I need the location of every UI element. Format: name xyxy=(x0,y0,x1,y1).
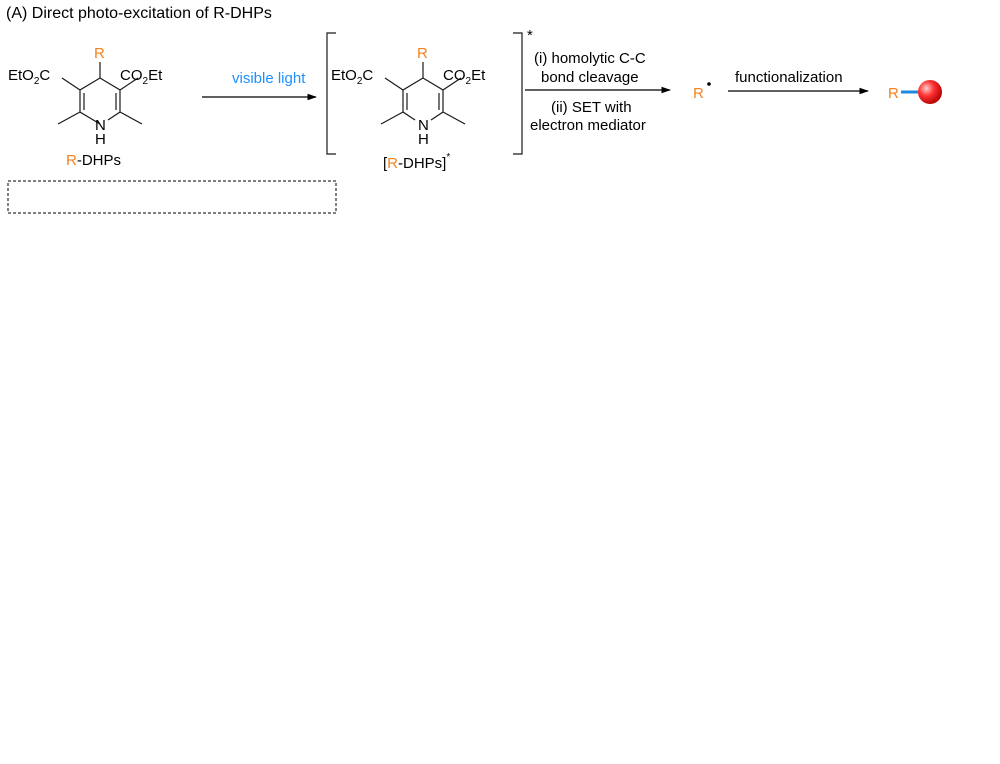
functional-group-ball xyxy=(918,80,942,104)
arrow3-label: functionalization xyxy=(735,69,843,86)
r-dhp-molecule: R EtO2C CO2Et N H R-DHPs xyxy=(8,45,163,169)
step-i-line2: bond cleavage xyxy=(541,69,639,86)
r-radical: R xyxy=(693,85,704,102)
excited-r-dhp: * R EtO2C CO2Et N H [R-DHPs]* xyxy=(326,27,533,172)
svg-text:N: N xyxy=(418,117,429,134)
reactant-label: R-DHPs xyxy=(66,152,121,169)
hydrogen: H xyxy=(95,131,106,148)
drawbacks-box xyxy=(7,180,337,214)
product-r: R xyxy=(888,85,899,102)
step-i-line1: (i) homolytic C-C xyxy=(534,50,646,67)
svg-text:EtO2C: EtO2C xyxy=(331,67,373,87)
substituent-r: R xyxy=(94,45,105,62)
ester-right: CO2Et xyxy=(120,67,163,87)
step-ii-line1: (ii) SET with xyxy=(551,99,632,116)
radical-dot xyxy=(707,82,711,86)
ester-left: EtO2C xyxy=(8,67,50,87)
svg-text:*: * xyxy=(527,27,533,44)
svg-text:CO2Et: CO2Et xyxy=(443,67,486,87)
nitrogen: N xyxy=(95,117,106,134)
svg-text:H: H xyxy=(418,131,429,148)
svg-text:R: R xyxy=(417,45,428,62)
arrow1-label: visible light xyxy=(232,70,306,87)
excited-label: [R-DHPs]* xyxy=(383,152,450,172)
section-a-title: (A) Direct photo-excitation of R-DHPs xyxy=(6,5,272,22)
step-ii-line2: electron mediator xyxy=(530,117,646,134)
